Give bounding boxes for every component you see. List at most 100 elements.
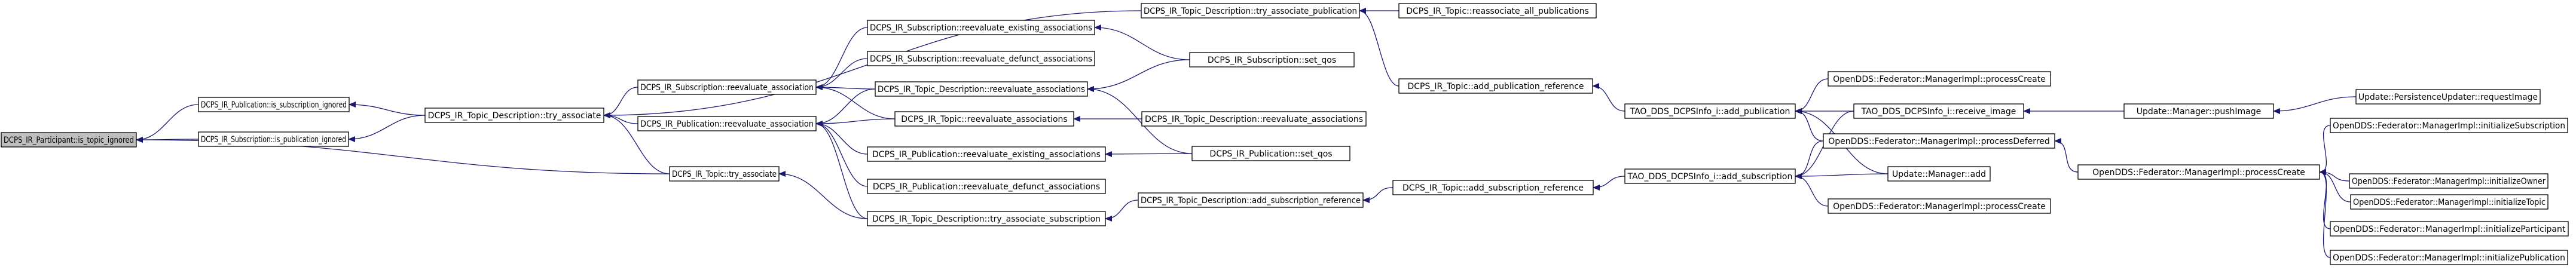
node-opendds-federator-managerimpl-initializeparticipant[interactable]: OpenDDS::Federator::ManagerImpl::initial… <box>2330 221 2569 237</box>
node-opendds-federator-managerimpl-processcreate[interactable]: OpenDDS::Federator::ManagerImpl::process… <box>1828 198 2051 214</box>
node-update-manager-pushimage[interactable]: Update::Manager::pushImage <box>2123 103 2274 119</box>
node-dcps-ir-topic-reassociate-all-publications[interactable]: DCPS_IR_Topic::reassociate_all_publicati… <box>1398 3 1597 19</box>
edge-n10-to-n5 <box>815 88 876 127</box>
node-opendds-federator-managerimpl-initializepublication[interactable]: OpenDDS::Federator::ManagerImpl::initial… <box>2330 250 2568 265</box>
edge-n10-to-n4 <box>815 84 876 91</box>
node-box <box>1392 180 1594 195</box>
node-opendds-federator-managerimpl-initializetopic[interactable]: OpenDDS::Federator::ManagerImpl::initial… <box>2350 194 2549 210</box>
node-box <box>2330 118 2568 133</box>
edge-n14-to-n5 <box>815 121 868 219</box>
edge-n6-to-n3 <box>603 112 670 174</box>
node-box <box>1624 168 1796 184</box>
node-label: OpenDDS::Federator::ManagerImpl::initial… <box>2353 198 2546 207</box>
node-label: DCPS_IR_Publication::reevaluate_existing… <box>872 150 1101 159</box>
edge-n31-to-n29 <box>2273 96 2357 114</box>
node-opendds-federator-managerimpl-initializesubscription[interactable]: OpenDDS::Federator::ManagerImpl::initial… <box>2330 118 2568 133</box>
node-dcps-ir-publication-set-qos[interactable]: DCPS_IR_Publication::set_qos <box>1191 146 1350 161</box>
node-label: DCPS_IR_Topic_Description::reevaluate_as… <box>1145 115 1363 124</box>
node-box <box>669 166 780 182</box>
node-dcps-ir-subscription-reevaluate-existing-associations[interactable]: DCPS_IR_Subscription::reevaluate_existin… <box>867 20 1095 35</box>
node-tao-dds-dcpsinfo-i-receive-image[interactable]: TAO_DDS_DCPSInfo_i::receive_image <box>1853 103 2024 119</box>
node-label: DCPS_IR_Topic_Description::reevaluate_as… <box>878 85 1085 94</box>
node-dcps-ir-topic-description-try-associate-subscription[interactable]: DCPS_IR_Topic_Description::try_associate… <box>867 211 1106 226</box>
node-label: OpenDDS::Federator::ManagerImpl::process… <box>1833 75 2046 84</box>
node-dcps-ir-subscription-reevaluate-association[interactable]: DCPS_IR_Subscription::reevaluate_associa… <box>637 79 817 95</box>
node-box <box>875 81 1088 97</box>
edge-n18-to-n10 <box>1087 86 1193 154</box>
node-box <box>2330 221 2569 237</box>
node-box <box>198 131 349 147</box>
node-update-persistenceupdater-requestimage[interactable]: Update::PersistenceUpdater::requestImage <box>2355 89 2541 105</box>
nodes-layer: DCPS_IR_Participant::is_topic_ignoredDCP… <box>1 3 2569 265</box>
node-tao-dds-dcpsinfo-i-add-publication[interactable]: TAO_DDS_DCPSInfo_i::add_publication <box>1624 103 1796 119</box>
node-dcps-ir-subscription-set-qos[interactable]: DCPS_IR_Subscription::set_qos <box>1189 52 1355 68</box>
edge-n16-to-n10 <box>1087 59 1190 92</box>
edge-n14-to-n6 <box>778 171 868 219</box>
edge-n13-to-n5 <box>815 121 868 187</box>
edge-n16-to-n8 <box>1094 24 1190 60</box>
node-opendds-federator-managerimpl-initializeowner[interactable]: OpenDDS::Federator::ManagerImpl::initial… <box>2349 173 2549 189</box>
node-dcps-ir-subscription-reevaluate-defunct-associations[interactable]: DCPS_IR_Subscription::reevaluate_defunct… <box>867 51 1095 66</box>
node-dcps-ir-publication-reevaluate-existing-associations[interactable]: DCPS_IR_Publication::reevaluate_existing… <box>867 146 1106 162</box>
node-opendds-federator-managerimpl-processdeferred[interactable]: OpenDDS::Federator::ManagerImpl::process… <box>1823 133 2055 149</box>
node-opendds-federator-managerimpl-processcreate[interactable]: OpenDDS::Federator::ManagerImpl::process… <box>2077 164 2320 180</box>
node-dcps-ir-publication-is-subscription-ignored[interactable]: DCPS_IR_Publication::is_subscription_ign… <box>198 97 350 112</box>
node-label: DCPS_IR_Publication::reevaluate_associat… <box>640 119 814 129</box>
node-box <box>1398 3 1597 19</box>
node-dcps-ir-topic-add-publication-reference[interactable]: DCPS_IR_Topic::add_publication_reference <box>1398 78 1593 94</box>
edge-n22-to-n20 <box>1592 83 1625 112</box>
edge-n21-to-n19 <box>1362 187 1394 203</box>
node-box <box>1624 103 1796 119</box>
node-dcps-ir-topic-description-reevaluate-associations[interactable]: DCPS_IR_Topic_Description::reevaluate_as… <box>875 81 1088 97</box>
node-dcps-ir-topic-description-try-associate[interactable]: DCPS_IR_Topic_Description::try_associate <box>424 108 604 123</box>
node-dcps-ir-topic-description-add-subscription-reference[interactable]: DCPS_IR_Topic_Description::add_subscript… <box>1138 192 1364 208</box>
node-dcps-ir-topic-description-try-associate-publication[interactable]: DCPS_IR_Topic_Description::try_associate… <box>1141 3 1360 19</box>
node-label: OpenDDS::Federator::ManagerImpl::initial… <box>2333 121 2565 131</box>
node-box <box>637 116 817 131</box>
node-box <box>867 20 1095 35</box>
node-dcps-ir-topic-try-associate[interactable]: DCPS_IR_Topic::try_associate <box>669 166 780 182</box>
node-label: DCPS_IR_Publication::is_subscription_ign… <box>201 100 347 110</box>
edge-n30-to-n26 <box>2054 138 2079 173</box>
node-box <box>1828 71 2051 87</box>
edge-n3-to-n2 <box>348 115 426 142</box>
node-box <box>2330 250 2568 265</box>
node-label: TAO_DDS_DCPSInfo_i::add_publication <box>1630 107 1790 116</box>
node-label: OpenDDS::Federator::ManagerImpl::process… <box>1833 202 2046 211</box>
node-label: DCPS_IR_Topic_Description::add_subscript… <box>1141 196 1361 205</box>
node-label: TAO_DDS_DCPSInfo_i::add_subscription <box>1627 172 1793 182</box>
node-box <box>1138 192 1364 208</box>
edge-n4-to-n3 <box>603 87 638 118</box>
node-label: DCPS_IR_Topic::add_subscription_referenc… <box>1402 183 1584 193</box>
node-dcps-ir-topic-add-subscription-reference[interactable]: DCPS_IR_Topic::add_subscription_referenc… <box>1392 180 1594 195</box>
node-dcps-ir-publication-reevaluate-defunct-associations[interactable]: DCPS_IR_Publication::reevaluate_defunct_… <box>867 179 1106 194</box>
node-tao-dds-dcpsinfo-i-add-subscription[interactable]: TAO_DDS_DCPSInfo_i::add_subscription <box>1624 168 1796 184</box>
node-box <box>1823 133 2055 149</box>
node-box <box>1189 52 1355 68</box>
node-label: DCPS_IR_Subscription::reevaluate_associa… <box>640 83 814 93</box>
node-box <box>2350 194 2549 210</box>
node-box <box>867 179 1106 194</box>
node-label: DCPS_IR_Topic::reassociate_all_publicati… <box>1406 7 1589 16</box>
node-label: OpenDDS::Federator::ManagerImpl::initial… <box>2333 253 2565 263</box>
node-label: DCPS_IR_Participant::is_topic_ignored <box>4 136 134 145</box>
edge-n35-to-n30 <box>2319 169 2331 229</box>
node-label: DCPS_IR_Topic_Description::try_associate <box>428 111 601 121</box>
node-dcps-ir-subscription-is-publication-ignored[interactable]: DCPS_IR_Subscription::is_publication_ign… <box>198 131 349 147</box>
node-box <box>2123 103 2274 119</box>
edge-n23-to-n21 <box>1593 176 1625 191</box>
node-dcps-ir-participant-is-topic-ignored[interactable]: DCPS_IR_Participant::is_topic_ignored <box>1 132 137 148</box>
edge-n34-to-n30 <box>2319 169 2350 182</box>
node-label: DCPS_IR_Topic::try_associate <box>672 170 777 179</box>
node-dcps-ir-topic-reevaluate-associations[interactable]: DCPS_IR_Topic::reevaluate_associations <box>894 111 1074 127</box>
node-box <box>198 97 350 112</box>
node-dcps-ir-publication-reevaluate-association[interactable]: DCPS_IR_Publication::reevaluate_associat… <box>637 116 817 131</box>
node-update-manager-add[interactable]: Update::Manager::add <box>1887 166 1991 182</box>
node-opendds-federator-managerimpl-processcreate[interactable]: OpenDDS::Federator::ManagerImpl::process… <box>1828 71 2051 87</box>
node-box <box>2349 173 2549 189</box>
edge-n8-to-n4 <box>815 27 868 90</box>
node-dcps-ir-topic-description-reevaluate-associations[interactable]: DCPS_IR_Topic_Description::reevaluate_as… <box>1141 111 1367 127</box>
edge-n32-to-n30 <box>2319 125 2331 175</box>
node-box <box>1141 3 1360 19</box>
